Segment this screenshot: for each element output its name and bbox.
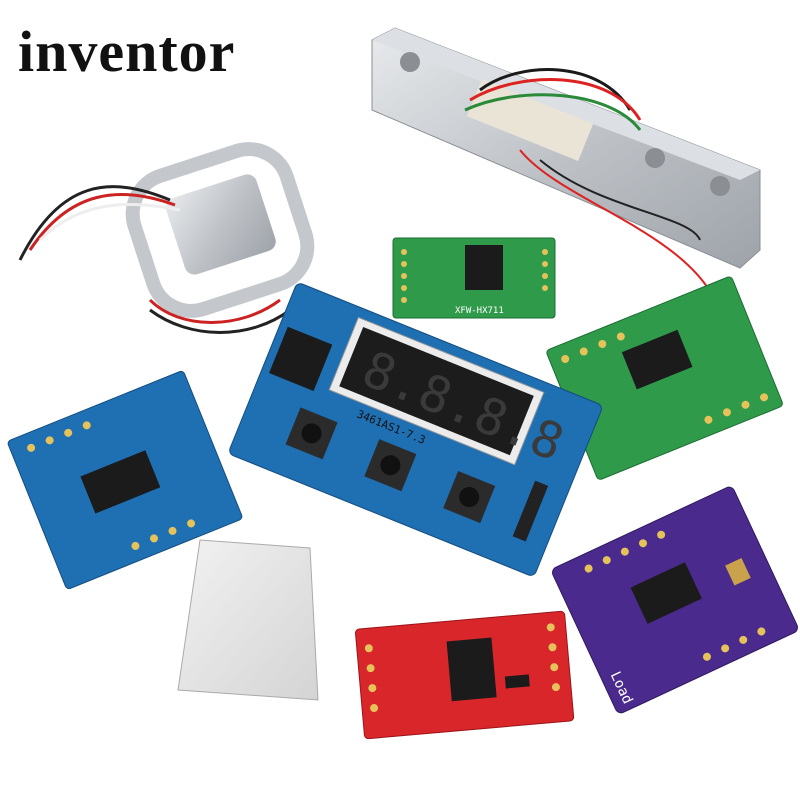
hx711-blue-board — [7, 370, 243, 590]
hx711-red-board — [355, 610, 575, 740]
hx711-small-board: XFW-HX711 — [392, 237, 556, 319]
aluminum-plate — [177, 539, 319, 701]
hx711-label: XFW-HX711 — [455, 306, 504, 316]
half-bridge-load-cell — [18, 142, 315, 334]
display-board: 8.8.8.8 3461AS1-7.3 — [229, 283, 602, 576]
brand-logo-text: inventor — [18, 19, 236, 84]
load-cell-bar — [371, 27, 761, 301]
tactile-buttons — [285, 407, 496, 524]
load-cell-amp-purple-board: Load Cell Amp — [552, 486, 798, 775]
